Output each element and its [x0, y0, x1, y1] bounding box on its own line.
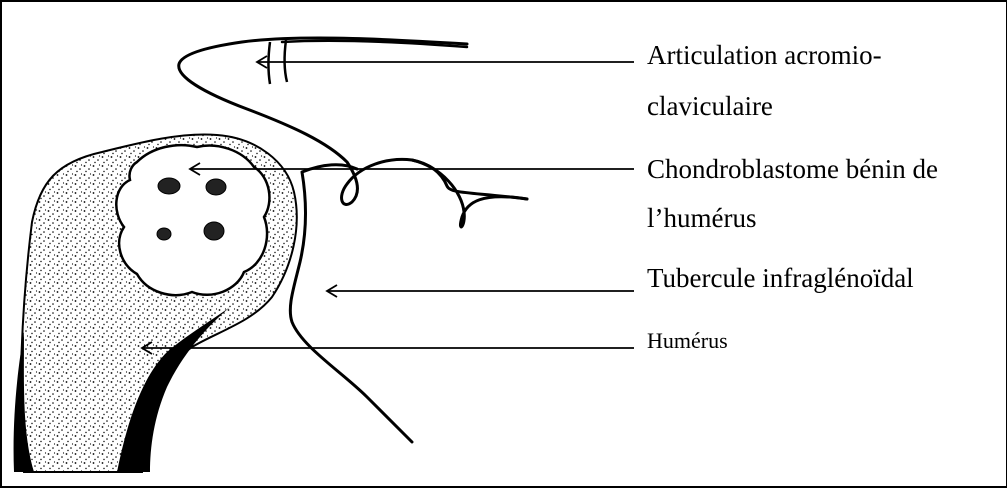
label-acromioclavicular-line2: claviculaire — [647, 93, 773, 120]
label-infraglenoid-tubercle: Tubercule infraglénoïdal — [647, 265, 914, 292]
acromioclavicular-joint-line-2 — [285, 40, 287, 82]
label-acromioclavicular-line1: Articulation acromio- — [647, 42, 882, 69]
label-chondroblastoma-line2: l’humérus — [647, 205, 756, 232]
label-humerus: Humérus — [647, 330, 728, 352]
acromioclavicular-joint-line-1 — [269, 42, 271, 84]
scapula-glenoid-outline — [290, 165, 412, 442]
label-chondroblastoma-line1: Chondroblastome bénin de — [647, 156, 938, 183]
